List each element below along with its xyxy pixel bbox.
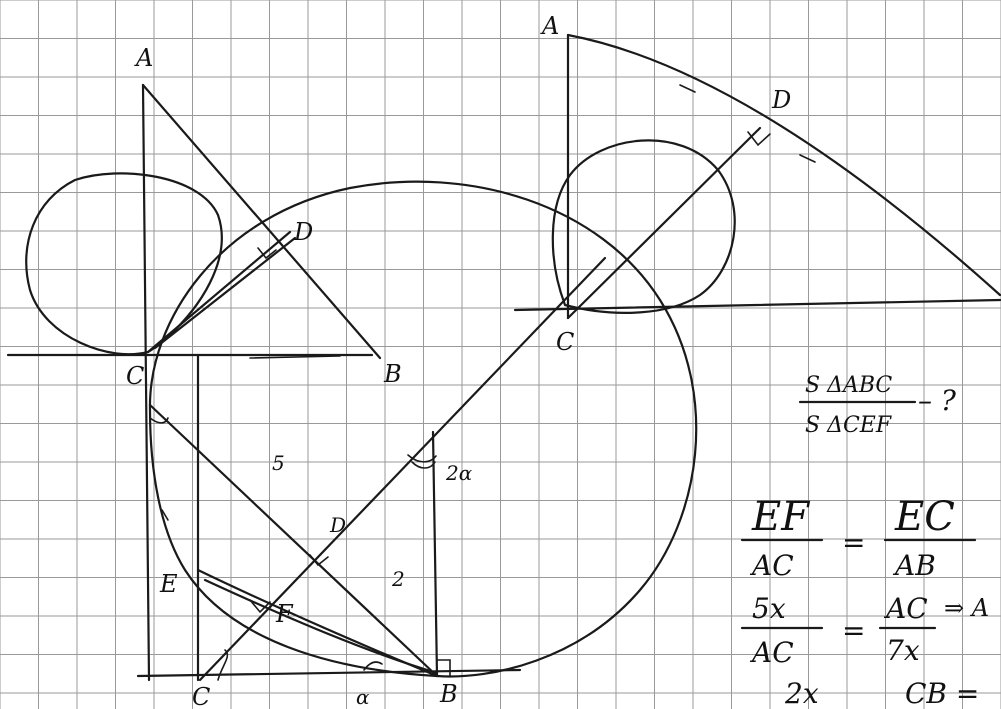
note-eq2-right-den: 7x — [886, 634, 920, 667]
fig3-label-two-alpha: 2α — [445, 461, 473, 485]
fig1-right-angle-mark — [257, 247, 277, 260]
fig3-altitude — [198, 256, 607, 682]
fig3-label-c: C — [192, 683, 210, 709]
fig3-label-d: D — [329, 513, 346, 537]
fig3-big-circle — [148, 180, 698, 678]
fig3-label-alpha: α — [356, 685, 370, 709]
fig3-baseline — [136, 668, 522, 678]
fig3-label-b: B — [439, 680, 458, 708]
fig3-label-len5: 5 — [272, 451, 285, 475]
note-eq1-left-den: AC — [749, 549, 794, 582]
fig3-angle-arc-2a — [411, 461, 436, 469]
fig1-label-a: A — [134, 44, 153, 72]
fig3-label-len2: 2 — [391, 567, 405, 591]
note-eq3-a: 2x — [784, 677, 819, 709]
note-eq2-left-num: 5x — [752, 592, 786, 625]
fig2-label-a: A — [540, 12, 559, 40]
note-eq2-left-den: AC — [749, 636, 794, 669]
note-eq1-right-den: AB — [892, 549, 936, 582]
figure-1: A B C D — [6, 44, 402, 682]
fig2-label-d: D — [771, 86, 791, 114]
fig3-right-angle-mid — [309, 554, 329, 567]
fig2-right-angle-mark — [747, 131, 771, 147]
fig1-altitude-cd-2 — [153, 236, 297, 350]
fig3-label-e: E — [159, 570, 178, 598]
fig2-baseline — [513, 298, 1001, 312]
fig3-tick-side — [161, 509, 169, 521]
fig1-side-ac — [141, 83, 151, 682]
note-eq1-right-num: EC — [894, 494, 955, 540]
fig2-altitude-cd — [566, 126, 762, 320]
fig3-line-ab — [148, 403, 439, 678]
fig2-circle — [551, 139, 736, 314]
note-area-ratio-num: S ΔABC — [805, 373, 892, 398]
fig1-base-tick — [249, 355, 341, 359]
note-area-ratio-den: S ΔCEF — [805, 413, 892, 438]
figure-3: C B E F D α 2α 5 2 — [136, 180, 698, 709]
fig3-angle-arc-top — [149, 417, 169, 424]
fig1-label-c: C — [126, 362, 144, 390]
fig3-right-angle-f — [249, 599, 271, 614]
notes: S ΔABC S ΔCEF – ? EF AC = EC AB 5x AC = … — [740, 373, 989, 709]
fig1-altitude-cd — [146, 230, 292, 354]
note-eq2-right-num: AC — [883, 592, 928, 625]
fig1-label-d: D — [293, 218, 313, 246]
note-eq1-left-num: EF — [751, 494, 810, 540]
fig2-tick-1 — [679, 84, 696, 93]
fig3-label-f: F — [275, 600, 294, 628]
fig2-label-c: C — [556, 328, 574, 356]
fig3-angle-arc-c — [217, 649, 229, 681]
fig3-angle-arc-b — [363, 661, 383, 671]
fig3-right-angle-b — [436, 659, 451, 677]
note-area-ratio-q: – ? — [918, 384, 957, 417]
fig2-hypotenuse — [566, 33, 1001, 297]
fig3-vertical-b — [431, 430, 439, 678]
note-eq1-eq: = — [842, 526, 865, 559]
fig3-angle-arc-2a-b — [407, 454, 437, 463]
note-eq2-eq: = — [842, 614, 865, 647]
figure-2: A C D — [513, 12, 1001, 356]
fig1-label-b: B — [383, 360, 402, 388]
note-eq2-tail: ⇒ A — [944, 594, 989, 622]
fig2-tick-2 — [799, 154, 816, 163]
fig3-chord-eb-2 — [203, 578, 439, 675]
note-eq3-b: CB = — [905, 677, 979, 709]
